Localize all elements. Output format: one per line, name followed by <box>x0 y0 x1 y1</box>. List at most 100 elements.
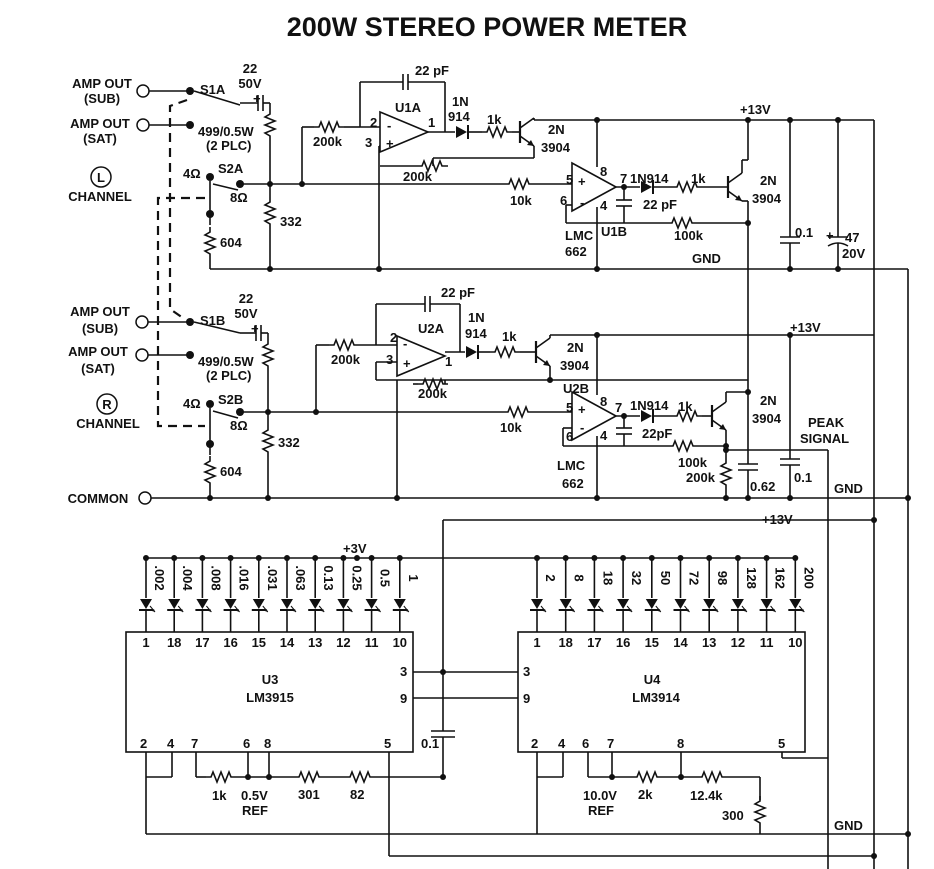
svg-text:7: 7 <box>620 171 627 186</box>
switch-s1b-label: S1B <box>200 313 225 328</box>
right-channel-badge <box>96 393 118 415</box>
r1k-label-u2a: 1k <box>502 329 517 344</box>
u4-led <box>672 598 691 613</box>
op-amp-u2b <box>571 390 618 442</box>
u1b-label: U1B <box>601 224 627 239</box>
cap-0.62-label: 0.62 <box>750 479 775 494</box>
peak-label: PEAK <box>808 415 845 430</box>
u3-led <box>166 598 185 613</box>
svg-text:+: + <box>826 228 834 243</box>
u3-chip-body <box>125 631 414 753</box>
u3-top-pin: 17 <box>195 635 209 650</box>
u4-top-pin: 15 <box>645 635 659 650</box>
sat-label-r: (SAT) <box>81 361 115 376</box>
u4-pin-3: 3 <box>523 664 530 679</box>
plus3v-label: +3V <box>343 541 367 556</box>
op-amp-u1b <box>571 161 618 213</box>
u3-pin-2: 2 <box>140 736 147 751</box>
r1k-label-u1b: 1k <box>691 171 706 186</box>
amp-out-sat-terminal-right[interactable] <box>135 348 149 362</box>
svg-text:2: 2 <box>370 115 377 130</box>
u4-led-label: 72 <box>687 571 702 585</box>
u4-led-label: 18 <box>600 571 615 585</box>
lmc-label-2: LMC <box>557 458 586 473</box>
diode-914-label-u1a: 914 <box>448 109 470 124</box>
right-channel-label: CHANNEL <box>76 416 140 431</box>
left-channel-badge <box>90 166 112 188</box>
eight-ohm-label-left: 8Ω <box>230 190 248 205</box>
svg-text:3: 3 <box>386 352 393 367</box>
op-amp-u2a <box>396 334 448 378</box>
u4-top-pin: 12 <box>731 635 745 650</box>
u4-led <box>586 598 605 613</box>
r100k-label-2: 100k <box>678 455 708 470</box>
right-channel-letter: R <box>102 397 112 412</box>
diode-1n914-label-u1b: 1N914 <box>630 171 669 186</box>
switch-linkage-s1 <box>168 98 188 319</box>
u3-top-pin: 16 <box>223 635 237 650</box>
lmc-label-1: LMC <box>565 228 594 243</box>
u4-led <box>729 598 748 613</box>
q-3904-label-u2b: 3904 <box>752 411 782 426</box>
u3-led-label: .002 <box>152 565 167 590</box>
plus13v-label-bottom: +13V <box>762 512 793 527</box>
switch-s1a-label: S1A <box>200 82 226 97</box>
u4-led <box>615 598 634 613</box>
r200k-label-r1: 200k <box>331 352 361 367</box>
u3-led-label: .004 <box>180 565 195 591</box>
diode-1n-label-u2a: 1N <box>468 310 485 325</box>
amp-out-sub-terminal-right[interactable] <box>135 315 149 329</box>
u3-led-label: .031 <box>265 565 280 590</box>
switch-linkage-s2 <box>156 196 205 428</box>
r10k-label-1: 10k <box>510 193 532 208</box>
u1a-label: U1A <box>395 100 422 115</box>
q-3904-label-u1a: 3904 <box>541 140 571 155</box>
u3-lm3915-block: U3 LM3915 .0021.00418.00817.01616.03115.… <box>125 555 421 753</box>
sub-label: (SUB) <box>84 91 120 106</box>
left-channel-letter: L <box>97 170 105 185</box>
u4-top-pin: 11 <box>760 635 774 650</box>
amp-out-sat-terminal-left[interactable] <box>136 118 150 132</box>
u4-top-pin: 17 <box>587 635 601 650</box>
r499-label-r: 499/0.5W <box>198 354 254 369</box>
q-2n-label-u2b: 2N <box>760 393 777 408</box>
plc-label-r: (2 PLC) <box>206 368 252 383</box>
cap-22-label: 22 <box>243 61 257 76</box>
left-channel-section: AMP OUT (SUB) AMP OUT (SAT) S1A 22 50V +… <box>68 61 908 869</box>
r10k-label-2: 10k <box>500 420 522 435</box>
u3-led-label: .008 <box>208 565 223 590</box>
cap-50v-label-r: 50V <box>234 306 257 321</box>
cap-22-label-r: 22 <box>239 291 253 306</box>
ref-label-u4: REF <box>588 803 614 818</box>
r200k-label-l2: 200k <box>403 169 433 184</box>
u4-led-label: 128 <box>744 567 759 589</box>
eight-ohm-label-right: 8Ω <box>230 418 248 433</box>
u4-led-label: 200 <box>801 567 816 589</box>
diagram-title: 200W STEREO POWER METER <box>287 12 688 42</box>
common-terminal[interactable] <box>138 491 152 505</box>
svg-text:1: 1 <box>428 115 435 130</box>
svg-text:+: + <box>578 402 586 417</box>
r301-label: 301 <box>298 787 320 802</box>
r200k-label-r3: 200k <box>686 470 716 485</box>
u4-led-label: 50 <box>658 571 673 585</box>
r300-label: 300 <box>722 808 744 823</box>
u3-led <box>138 598 156 613</box>
u3-led-label: .063 <box>293 565 308 590</box>
svg-text:1: 1 <box>445 354 452 369</box>
u3-led-array: .0021.00418.00817.01616.03115.063140.131… <box>138 555 421 650</box>
u4-pin-7: 7 <box>607 736 614 751</box>
u3-led <box>222 598 241 613</box>
u4-pin-2: 2 <box>531 736 538 751</box>
u3-pin-6: 6 <box>243 736 250 751</box>
cap-47-label: 47 <box>845 230 859 245</box>
u4-led <box>557 598 576 613</box>
r12.4k-label: 12.4k <box>690 788 723 803</box>
r332-label-left: 332 <box>280 214 302 229</box>
amp-out-sub-terminal-left[interactable] <box>136 84 150 98</box>
u3-part: LM3915 <box>246 690 294 705</box>
u3-led-label: 0.25 <box>349 565 364 590</box>
gnd-label-bottom: GND <box>834 818 863 833</box>
u4-top-pin: 1 <box>533 635 540 650</box>
